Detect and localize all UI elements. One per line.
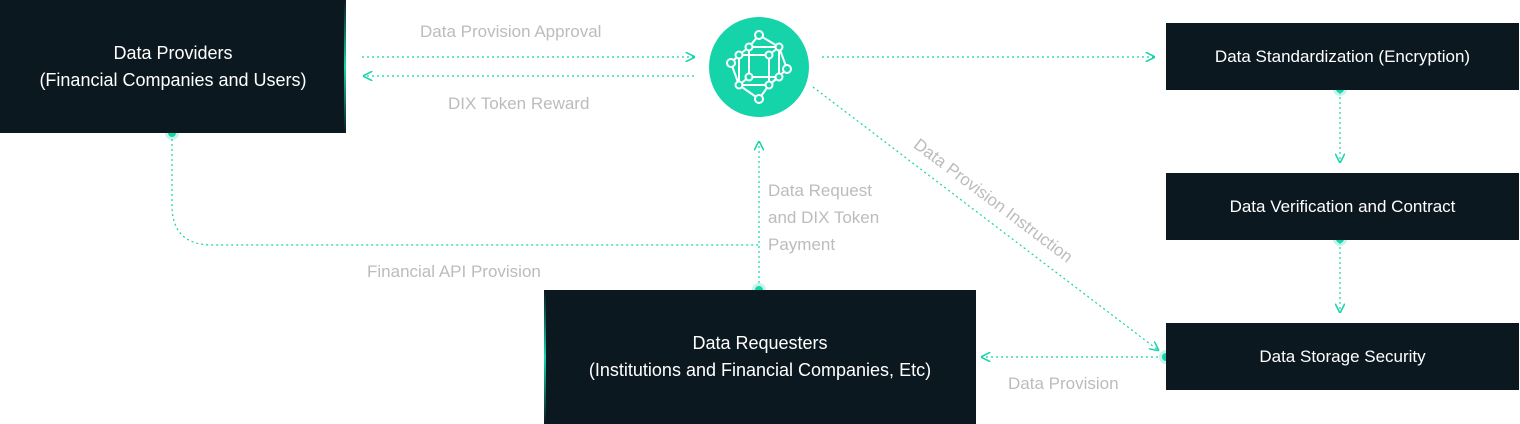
approval-label: Data Provision Approval [420,22,602,41]
data-providers-box: Data Providers (Financial Companies and … [0,0,346,133]
data-verification-box: Data Verification and Contract [1166,173,1519,240]
storage-label: Data Storage Security [1259,346,1426,366]
request-label-line3: Payment [768,235,836,254]
requesters-subtitle: (Institutions and Financial Companies, E… [588,360,932,380]
data-standardization-box: Data Standardization (Encryption) [1166,23,1519,90]
data-requesters-box: Data Requesters (Institutions and Financ… [544,290,976,424]
api-connector [171,134,759,246]
requesters-title: Data Requesters [692,333,828,353]
hub-node [709,17,809,117]
providers-title: Data Providers [113,42,233,63]
providers-subtitle: (Financial Companies and Users) [39,69,307,90]
request-label-line1: Data Request [768,181,872,200]
api-label: Financial API Provision [367,262,541,281]
instruction-arrow [812,86,1158,350]
verification-label: Data Verification and Contract [1229,196,1456,216]
network-cube-icon [726,30,792,104]
provision-label: Data Provision [1008,374,1119,393]
data-storage-box: Data Storage Security [1166,323,1519,390]
request-label-line2: and DIX Token [768,208,880,227]
standardization-label: Data Standardization (Encryption) [1214,46,1471,66]
reward-label: DIX Token Reward [448,94,590,113]
